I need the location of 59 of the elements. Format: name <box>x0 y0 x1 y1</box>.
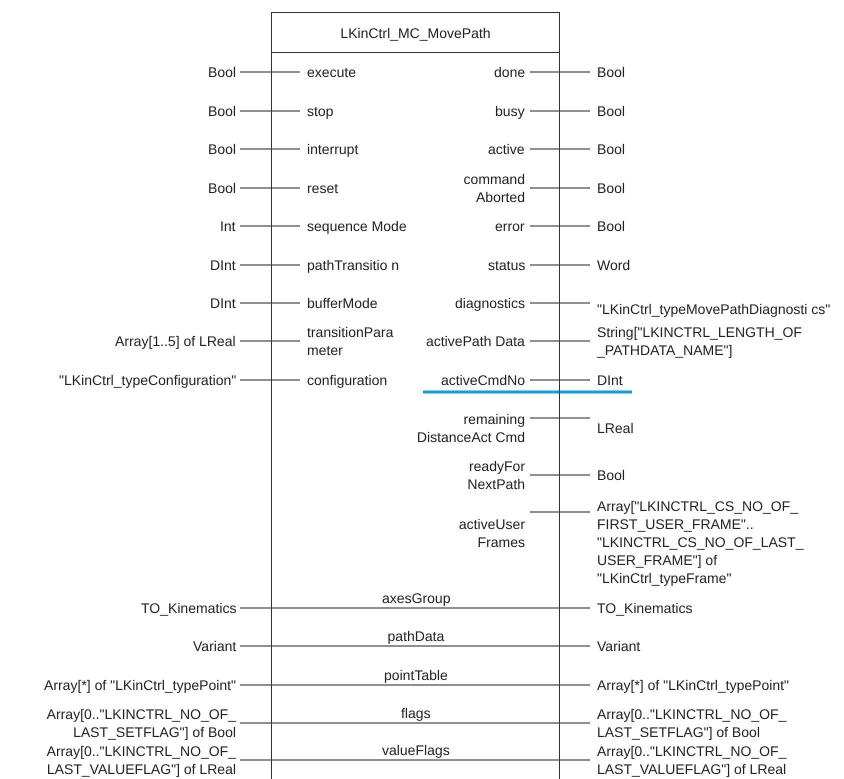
data-type-label: Bool <box>597 63 626 81</box>
data-type-label: "LKinCtrl_typeConfiguration" <box>59 371 236 389</box>
data-type-label: DInt <box>210 294 236 312</box>
pin-name: done <box>494 63 526 81</box>
data-type-label: Array[0.."LKINCTRL_NO_OF_ LAST_SETFLAG"] of Bool <box>597 705 788 741</box>
pin-name: valueFlags <box>382 741 450 759</box>
pin-name: bufferMode <box>307 294 378 312</box>
pin-name: pointTable <box>384 666 448 684</box>
block-title: LKinCtrl_MC_MovePath <box>340 24 491 40</box>
pin-name: reset <box>307 179 338 197</box>
pin-name: execute <box>307 63 356 81</box>
data-type-label: Bool <box>597 217 626 235</box>
data-type-label: Array["LKINCTRL_CS_NO_OF_ FIRST_USER_FRAME".. "LKINCTRL_CS_NO_OF_LAST_ USER_FRAME"] of "LKinCtrl_typeFrame" <box>597 497 805 587</box>
pin-name: command Aborted <box>462 170 525 206</box>
data-type-label: Bool <box>597 102 626 120</box>
pin-name: remaining DistanceAct Cmd <box>416 410 525 446</box>
data-type-label: Array[*] of "LKinCtrl_typePoint" <box>597 676 790 694</box>
pin-name: diagnostics <box>455 294 526 312</box>
pin-name: sequence Mode <box>307 217 407 235</box>
data-type-label: Bool <box>597 466 626 484</box>
data-type-label: Array[1..5] of LReal <box>115 332 236 350</box>
data-type-label: Bool <box>208 140 236 158</box>
pin-name: axesGroup <box>382 589 450 607</box>
data-type-label: DInt <box>597 371 623 389</box>
data-type-label: Variant <box>193 637 236 655</box>
pin-name: stop <box>307 102 334 120</box>
data-type-label: Array[0.."LKINCTRL_NO_OF_ LAST_SETFLAG"] of Bool <box>46 705 236 741</box>
function-block <box>271 12 560 779</box>
pin-name: interrupt <box>307 140 358 158</box>
data-type-label: Variant <box>597 637 640 655</box>
data-type-label: "LKinCtrl_typeMovePathDiagnosti cs" <box>597 300 830 318</box>
data-type-label: Bool <box>208 102 236 120</box>
data-type-label: Int <box>220 217 236 235</box>
data-type-label: Bool <box>208 63 236 81</box>
pin-name: pathTransitio n <box>307 256 400 274</box>
pin-name: transitionPara meter <box>307 323 394 359</box>
data-type-label: DInt <box>210 256 236 274</box>
pin-name: configuration <box>307 371 388 389</box>
pin-name: activeCmdNo <box>441 371 526 389</box>
pin-name: readyFor NextPath <box>466 457 525 493</box>
pin-name: activePath Data <box>426 332 525 350</box>
pin-name: activeUser Frames <box>458 515 525 551</box>
data-type-label: Bool <box>597 140 626 158</box>
pin-name: error <box>495 217 525 235</box>
data-type-label: Array[0.."LKINCTRL_NO_OF_ LAST_VALUEFLAG"] of LReal <box>46 742 236 778</box>
pin-name: pathData <box>388 627 444 645</box>
data-type-label: TO_Kinematics <box>141 599 236 617</box>
data-type-label: Bool <box>208 179 236 197</box>
data-type-label: Array[*] of "LKinCtrl_typePoint" <box>44 676 236 694</box>
data-type-label: TO_Kinematics <box>597 599 692 617</box>
data-type-label: LReal <box>597 419 634 437</box>
pin-name: status <box>488 256 526 274</box>
data-type-label: Word <box>597 256 630 274</box>
pin-name: flags <box>401 704 431 722</box>
pin-name: busy <box>495 102 525 120</box>
data-type-label: Array[0.."LKINCTRL_NO_OF_ LAST_VALUEFLAG"] of LReal <box>597 742 788 778</box>
data-type-label: String["LKINCTRL_LENGTH_OF _PATHDATA_NAME"] <box>597 323 803 359</box>
pin-name: active <box>488 140 525 158</box>
data-type-label: Bool <box>597 179 626 197</box>
